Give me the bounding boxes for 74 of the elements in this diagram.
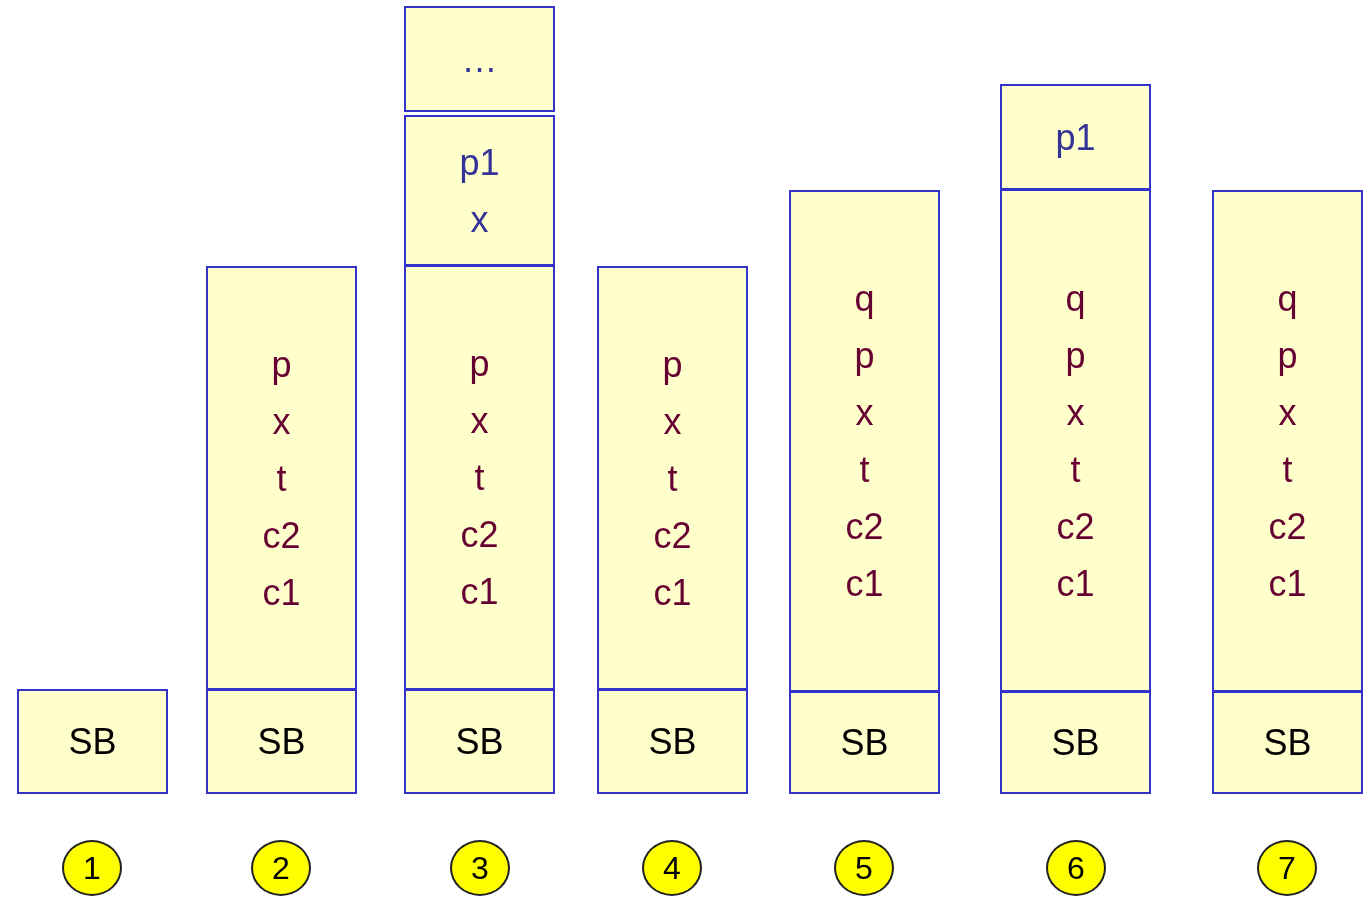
stack-entry: SB <box>455 720 504 764</box>
stack-entry: c2 <box>653 513 692 558</box>
stack-entry: x <box>470 197 489 242</box>
stack-entry: x <box>855 391 874 435</box>
stack-frame-box <box>404 6 555 112</box>
stack-frame-box <box>404 115 555 266</box>
stack-entry: SB <box>1263 721 1312 765</box>
stack-frame-box <box>404 265 555 690</box>
stack-frame-box <box>1000 189 1151 692</box>
stack-entry: p <box>854 334 875 378</box>
step-number-circle <box>62 840 122 896</box>
step-number: 2 <box>272 852 290 884</box>
stack-entry: c2 <box>1268 505 1307 549</box>
step-number-circle <box>450 840 510 896</box>
stack-entry: t <box>667 456 678 501</box>
stack-frame-box <box>17 689 168 794</box>
stack-frame-box <box>1212 691 1363 794</box>
stack-entry: q <box>1277 277 1298 321</box>
step-number: 5 <box>855 852 873 884</box>
stack-frame-box <box>1000 84 1151 190</box>
stack-entry: t <box>1282 448 1293 492</box>
stack-frame-box <box>597 689 748 794</box>
step-number-circle <box>251 840 311 896</box>
stack-entry: SB <box>840 721 889 765</box>
stack-entry: t <box>276 456 287 501</box>
stack-entry: c1 <box>1268 562 1307 606</box>
step-number-circle <box>642 840 702 896</box>
stack-entry: p1 <box>459 140 500 185</box>
stack-entry: q <box>854 277 875 321</box>
step-number-circle <box>834 840 894 896</box>
stack-entry: c1 <box>845 562 884 606</box>
stack-entry: x <box>1066 390 1085 435</box>
stack-entry: t <box>1070 447 1081 492</box>
step-number-circle <box>1046 840 1106 896</box>
step-number: 1 <box>83 852 101 884</box>
stack-entry: … <box>461 37 498 82</box>
stack-frame-box <box>597 266 748 690</box>
step-number-circle <box>1257 840 1317 896</box>
stack-entry: c1 <box>460 570 499 614</box>
stack-frame-box <box>789 190 940 692</box>
stack-entry: t <box>474 456 485 500</box>
stack-frame-box <box>404 689 555 794</box>
stack-entry: c2 <box>845 505 884 549</box>
stack-entry: SB <box>1051 721 1100 765</box>
step-number: 7 <box>1278 852 1296 884</box>
stack-entry: x <box>470 399 489 443</box>
stack-entry: SB <box>68 720 117 764</box>
stack-entry: x <box>272 399 291 444</box>
stack-entry: c2 <box>1056 504 1095 549</box>
stack-entry: c1 <box>653 570 692 615</box>
stack-entry: q <box>1065 276 1086 321</box>
stack-entry: c2 <box>460 513 499 557</box>
stack-entry: p <box>1277 334 1298 378</box>
stack-entry: c2 <box>262 513 301 558</box>
step-number: 3 <box>471 852 489 884</box>
stack-entry: x <box>663 399 682 444</box>
stack-frame-box <box>206 689 357 794</box>
stack-frame-box <box>1000 691 1151 794</box>
stack-entry: p <box>469 342 490 386</box>
stack-entry: SB <box>257 720 306 764</box>
stack-entry: p1 <box>1055 115 1096 160</box>
stack-entry: x <box>1278 391 1297 435</box>
stack-frame-box <box>206 266 357 690</box>
stack-entry: SB <box>648 720 697 764</box>
stack-entry: t <box>859 448 870 492</box>
step-number: 4 <box>663 852 681 884</box>
step-number: 6 <box>1067 852 1085 884</box>
stack-entry: p <box>1065 333 1086 378</box>
stack-entry: c1 <box>262 570 301 615</box>
stack-frame-box <box>789 691 940 794</box>
stack-frame-box <box>1212 190 1363 692</box>
stack-entry: c1 <box>1056 561 1095 606</box>
stack-entry: p <box>662 342 683 387</box>
stack-entry: p <box>271 342 292 387</box>
